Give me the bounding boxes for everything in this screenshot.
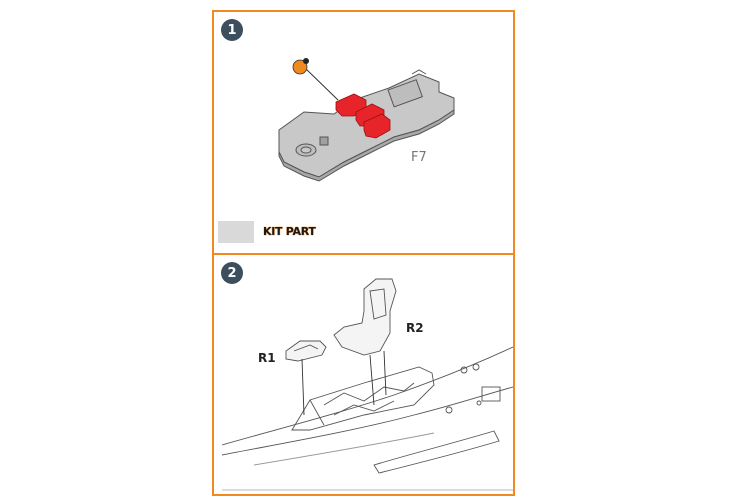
part-label-f7: F7: [411, 150, 427, 165]
glue-marker-icon: [292, 59, 308, 75]
floor-assembly-drawing: [278, 58, 455, 182]
step-1-panel: 1 F7 KIT PART: [212, 10, 515, 255]
step-number-badge: 1: [221, 19, 243, 41]
part-label-r1: R1: [258, 351, 276, 365]
highlight-brackets: [335, 93, 391, 139]
step-number-badge: 2: [221, 262, 243, 284]
part-label-r2: R2: [406, 321, 424, 335]
kit-part-swatch: [218, 221, 254, 243]
step-2-panel: 2 R1: [212, 253, 515, 496]
kit-part-label: KIT PART: [263, 225, 316, 238]
cockpit-assembly-drawing: [221, 278, 513, 491]
